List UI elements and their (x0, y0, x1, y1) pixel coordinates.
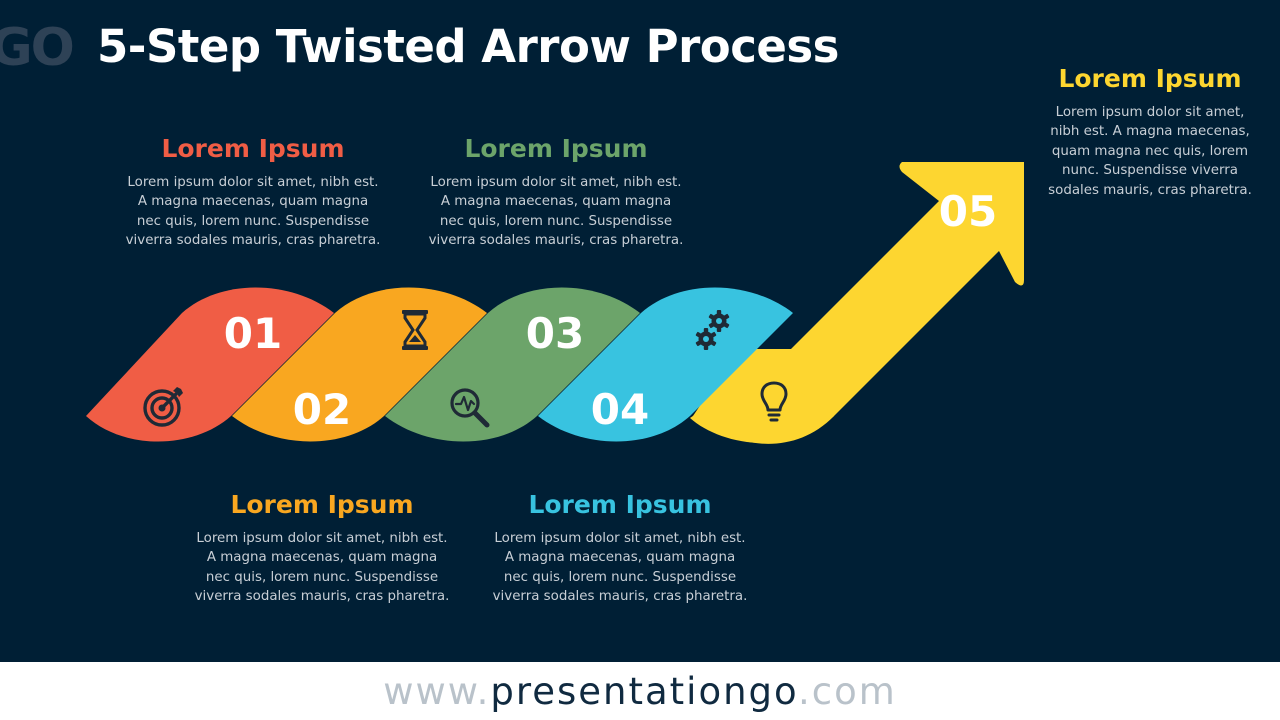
step-5-bottom-cap (690, 385, 834, 444)
slide: GO 5-Step Twisted Arrow Process Lorem Ip… (0, 0, 1280, 662)
footer: www.presentationgo.com (0, 662, 1280, 720)
step-4-leaf (538, 287, 793, 442)
step-2-heading: Lorem Ipsum (230, 490, 414, 519)
step-1-shape (86, 287, 334, 442)
step-4-shape (538, 287, 793, 442)
step-5-heading: Lorem Ipsum (1058, 64, 1242, 93)
step-1-body: Lorem ipsum dolor sit amet, nibh est.A m… (125, 175, 381, 249)
footer-url[interactable]: www.presentationgo.com (383, 670, 897, 713)
hourglass-icon (402, 310, 428, 350)
twisted-arrow-diagram: 01 02 03 04 05 (86, 162, 1024, 444)
step-3-number: 03 (526, 309, 584, 358)
step-2-body: Lorem ipsum dolor sit amet, nibh est.A m… (194, 531, 450, 605)
step-2-shape (232, 287, 487, 442)
step-5-shape (690, 162, 1024, 444)
lightbulb-icon (760, 381, 788, 422)
magnifier-pulse-icon (450, 388, 490, 428)
step-5-number: 05 (939, 187, 997, 236)
step-3-leaf (385, 287, 640, 442)
slide-title: 5-Step Twisted Arrow Process (97, 20, 839, 73)
step-1-text: Lorem Ipsum Lorem ipsum dolor sit amet, … (113, 134, 393, 251)
step-3-shape (385, 287, 640, 442)
step-5-arrow-body (693, 162, 1024, 444)
step-2-text: Lorem Ipsum Lorem ipsum dolor sit amet, … (182, 490, 462, 607)
step-4-heading: Lorem Ipsum (528, 490, 712, 519)
step-1-heading: Lorem Ipsum (161, 134, 345, 163)
footer-url-prefix: www. (383, 670, 491, 713)
target-icon (143, 387, 183, 427)
logo: GO (0, 18, 75, 78)
step-4-text: Lorem Ipsum Lorem ipsum dolor sit amet, … (480, 490, 760, 607)
step-1-number: 01 (224, 309, 282, 358)
step-3-body: Lorem ipsum dolor sit amet, nibh est.A m… (428, 175, 684, 249)
step-2-leaf (232, 287, 487, 442)
step-5-body: Lorem ipsum dolor sit amet,nibh est. A m… (1048, 105, 1252, 198)
step-2-number: 02 (293, 385, 351, 434)
step-5-text: Lorem Ipsum Lorem ipsum dolor sit amet,n… (1040, 64, 1260, 200)
step-3-heading: Lorem Ipsum (464, 134, 648, 163)
footer-url-suffix: .com (798, 670, 897, 713)
step-3-text: Lorem Ipsum Lorem ipsum dolor sit amet, … (416, 134, 696, 251)
footer-url-brand: presentationgo (490, 670, 799, 713)
step-1-leaf (86, 287, 334, 442)
step-4-number: 04 (591, 385, 649, 434)
gears-icon (695, 310, 730, 350)
step-4-body: Lorem ipsum dolor sit amet, nibh est.A m… (492, 531, 748, 605)
